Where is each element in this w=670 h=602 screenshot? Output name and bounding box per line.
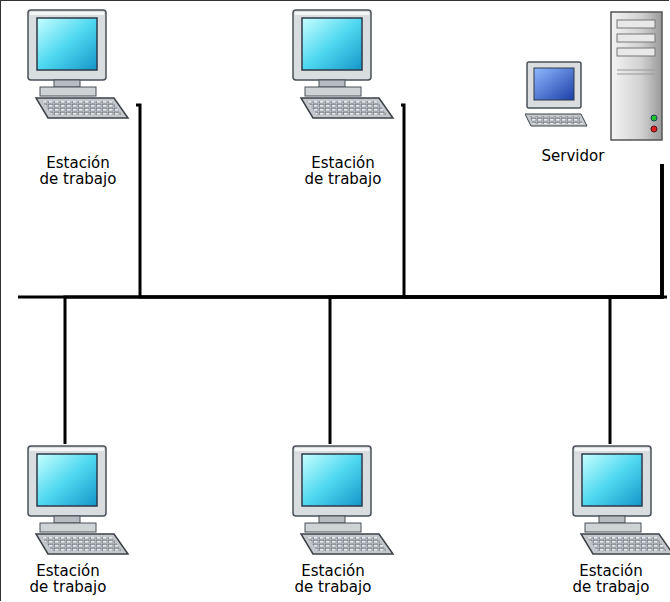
connector-line: [136, 105, 662, 297]
server-icon: [525, 10, 665, 142]
workstation-node: Estación de trabajo: [18, 444, 136, 595]
bus-connector: [610, 164, 662, 444]
computer-icon: [18, 444, 136, 559]
computer-icon: [283, 8, 401, 123]
node-label: Estación de trabajo: [38, 155, 118, 187]
node-label: Servidor: [533, 148, 613, 164]
workstation-node: Estación de trabajo: [18, 8, 136, 187]
connector-line: [65, 164, 662, 444]
bus-connector: [136, 105, 662, 297]
computer-icon: [283, 444, 401, 559]
workstation-node: Estación de trabajo: [563, 444, 670, 595]
node-label: Estación de trabajo: [28, 563, 108, 595]
node-label: Estación de trabajo: [293, 563, 373, 595]
bus-connector: [65, 164, 662, 444]
bus-connector: [330, 164, 662, 444]
node-label: Estación de trabajo: [303, 155, 383, 187]
computer-icon: [563, 444, 670, 559]
connector-line: [610, 164, 662, 444]
workstation-node: Estación de trabajo: [283, 444, 401, 595]
server-node: Servidor: [525, 10, 665, 164]
connector-line: [330, 164, 662, 444]
node-label: Estación de trabajo: [571, 563, 651, 595]
workstation-node: Estación de trabajo: [283, 8, 401, 187]
computer-icon: [18, 8, 136, 123]
